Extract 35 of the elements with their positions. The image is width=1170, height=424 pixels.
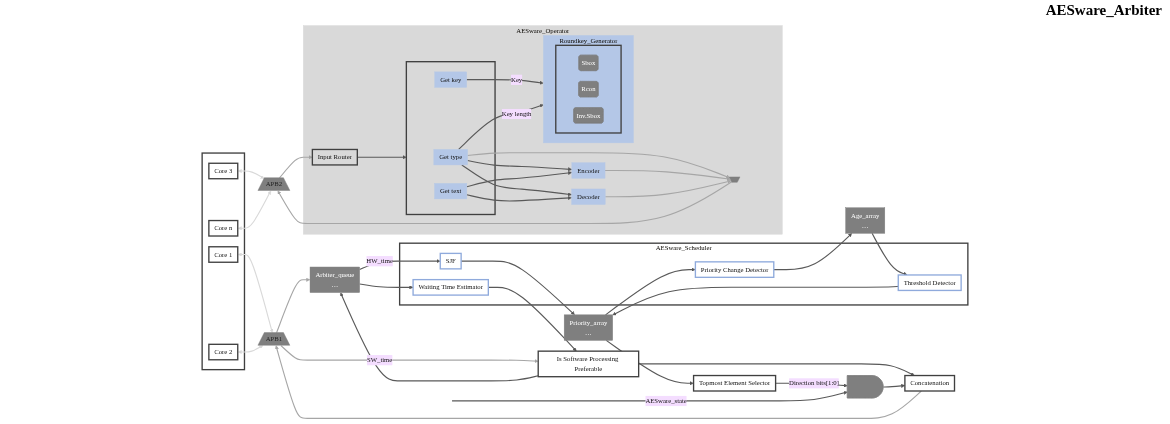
arrow	[467, 160, 572, 172]
arrow	[773, 233, 853, 271]
arrow	[276, 277, 311, 334]
arrow	[604, 179, 732, 198]
arrow	[460, 260, 575, 315]
arrow	[280, 345, 539, 364]
arrow	[237, 252, 274, 333]
arrow	[882, 383, 906, 388]
arrow	[359, 283, 414, 290]
arrow	[237, 169, 265, 179]
arrow	[467, 152, 730, 179]
arrow	[451, 390, 848, 402]
arrow	[466, 79, 544, 85]
arrow	[275, 345, 922, 419]
cluster	[201, 152, 246, 371]
arrow	[871, 232, 908, 276]
arrow	[458, 103, 544, 151]
arrow	[356, 155, 407, 160]
arrow	[466, 194, 572, 202]
arrow	[237, 345, 264, 354]
group-title: AESware_Arbiter	[1045, 2, 1162, 19]
arrow	[612, 285, 899, 316]
arrow	[340, 292, 539, 382]
arrow	[461, 164, 572, 197]
cluster	[405, 61, 496, 216]
arrow	[466, 170, 572, 188]
node-trapezoid	[729, 176, 741, 183]
arrow	[278, 155, 313, 179]
arrow	[638, 363, 915, 376]
arrow	[487, 286, 577, 352]
arrow	[604, 169, 731, 181]
arrow	[237, 190, 271, 231]
arrow	[605, 267, 696, 316]
cluster	[555, 44, 622, 134]
arrow	[277, 181, 733, 224]
